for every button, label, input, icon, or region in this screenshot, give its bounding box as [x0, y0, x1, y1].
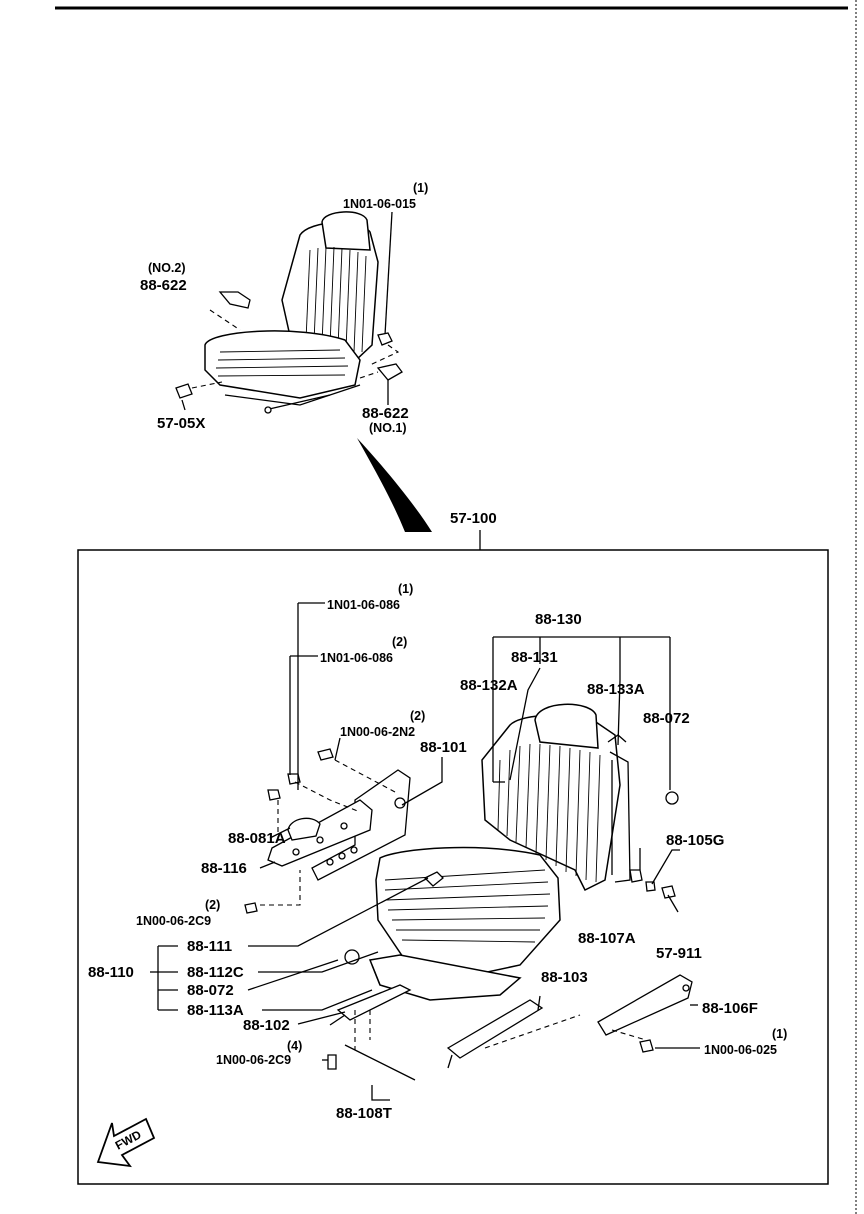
top-cover-no2-icon [218, 291, 251, 309]
qty-top-88-622-no2: (NO.2) [148, 261, 186, 275]
clip-88-072-upper [665, 791, 679, 805]
bolt-1n01-06-086-a [267, 789, 281, 801]
bolt-1n00-06-2n2 [317, 748, 334, 761]
label-88-130: 88-130 [535, 611, 582, 628]
cushion-illustration [368, 846, 561, 1001]
qty-1n00-06-2c9-a: (2) [205, 898, 220, 912]
part-88-111 [423, 871, 444, 887]
label-88-133a: 88-133A [587, 681, 645, 698]
top-knob-icon [175, 383, 193, 399]
label-88-072-upper: 88-072 [643, 710, 690, 727]
part-57-911 [661, 885, 676, 899]
label-88-101: 88-101 [420, 739, 467, 756]
label-1n00-06-2n2: 1N00-06-2N2 [340, 725, 415, 739]
label-88-103: 88-103 [541, 969, 588, 986]
label-88-110: 88-110 [88, 964, 134, 981]
label-1n01-06-086-b: 1N01-06-086 [320, 651, 393, 665]
top-seat-illustration [204, 211, 379, 414]
label-1n01-06-086-a: 1N01-06-086 [327, 598, 400, 612]
qty-top-1n01: (1) [413, 181, 428, 195]
qty-1n00-06-2n2: (2) [410, 709, 425, 723]
label-88-106f: 88-106F [702, 1000, 758, 1017]
label-88-116: 88-116 [201, 860, 247, 877]
label-88-102: 88-102 [243, 1017, 290, 1034]
label-1n00-06-2c9-a: 1N00-06-2C9 [136, 914, 211, 928]
part-88-105g [645, 881, 656, 892]
qty-1n00-06-2c9-b: (4) [287, 1039, 302, 1053]
label-1n00-06-2c9-b: 1N00-06-2C9 [216, 1053, 291, 1067]
bolt-1n00-06-2c9-a [244, 902, 258, 914]
label-57-911: 57-911 [656, 945, 702, 962]
label-top-57-05x: 57-05X [157, 415, 205, 432]
rail-88-102 [329, 984, 412, 1026]
label-top-88-622-no2: 88-622 [140, 277, 187, 294]
wire-88-108t [344, 1044, 416, 1081]
label-88-107a: 88-107A [578, 930, 636, 947]
qty-top-88-622-no1: (NO.1) [369, 421, 407, 435]
top-bolt-icon [377, 332, 393, 346]
part-88-107a [629, 869, 643, 883]
leader-1n01-06-015 [384, 211, 393, 336]
assembly-box [77, 549, 829, 1185]
label-88-072-lower: 88-072 [187, 982, 234, 999]
label-1n00-06-025: 1N00-06-025 [704, 1043, 777, 1057]
label-88-105g: 88-105G [666, 832, 724, 849]
label-88-081a: 88-081A [228, 830, 286, 847]
bolt-1n00-06-2c9-b [327, 1054, 337, 1070]
rail-88-103 [446, 999, 544, 1069]
label-88-112c: 88-112C [187, 964, 244, 981]
bolt-1n01-06-086-b [287, 773, 301, 785]
label-top-1n01-06-015: 1N01-06-015 [343, 197, 416, 211]
label-88-131: 88-131 [511, 649, 558, 666]
rail-88-106f [597, 974, 693, 1036]
label-assembly-57-100: 57-100 [450, 510, 497, 527]
fwd-arrow-icon: FWD [96, 1117, 156, 1168]
swoosh-pointer [357, 438, 432, 532]
adjuster-88-116 [267, 799, 373, 867]
label-88-132a: 88-132A [460, 677, 518, 694]
label-88-111: 88-111 [187, 938, 232, 955]
label-88-108t: 88-108T [336, 1105, 392, 1122]
backrest-illustration [481, 703, 631, 892]
label-top-88-622-no1: 88-622 [362, 405, 409, 422]
qty-1n01-06-086-a: (1) [398, 582, 413, 596]
knob-88-081a [287, 817, 321, 841]
top-cover-no1-icon [376, 363, 403, 381]
qty-1n01-06-086-b: (2) [392, 635, 407, 649]
bolt-1n00-06-025 [639, 1039, 654, 1053]
label-88-113a: 88-113A [187, 1002, 244, 1019]
qty-1n00-06-025: (1) [772, 1027, 787, 1041]
